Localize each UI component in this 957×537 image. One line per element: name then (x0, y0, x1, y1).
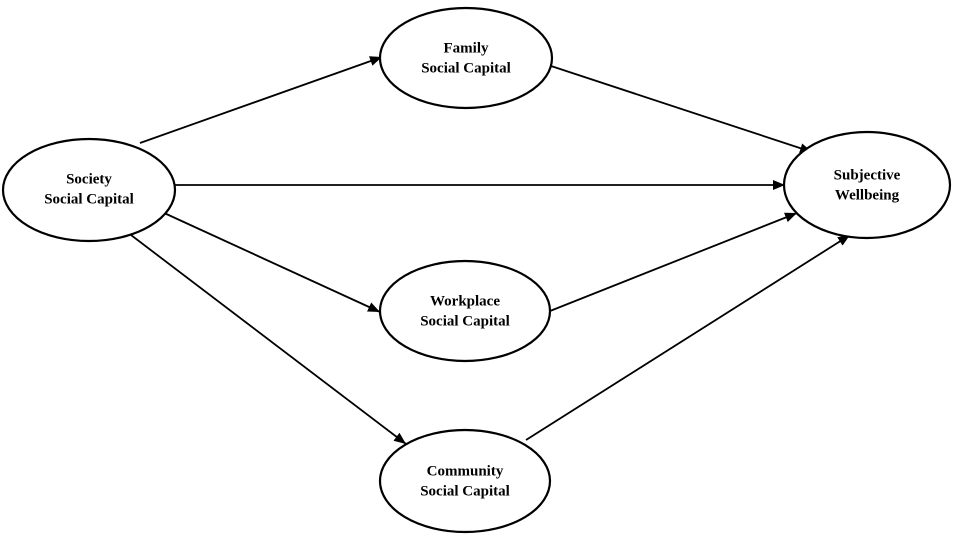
node-society-social-capital: Society Social Capital (1, 137, 177, 243)
node-family-social-capital: Family Social Capital (378, 6, 554, 110)
edge-society-to-family (139, 56, 383, 144)
node-label-line2: Social Capital (420, 483, 510, 499)
node-label-line2: Social Capital (421, 60, 511, 76)
edge-community-to-wellbeing (525, 234, 851, 441)
node-community-social-capital: Community Social Capital (378, 428, 552, 534)
node-workplace-social-capital: Workplace Social Capital (378, 259, 552, 363)
node-label-line1: Community (427, 463, 504, 479)
node-label-line2: Social Capital (420, 313, 510, 329)
node-label-line1: Family (444, 40, 489, 56)
edge-society-to-community (126, 231, 407, 445)
node-label-line1: Workplace (430, 293, 500, 309)
edge-workplace-to-wellbeing (549, 212, 798, 312)
node-label-line1: Society (66, 171, 112, 187)
node-subjective-wellbeing: Subjective Wellbeing (782, 130, 952, 240)
edge-family-to-wellbeing (550, 65, 813, 153)
node-label-line2: Wellbeing (835, 187, 900, 203)
edge-society-to-workplace (161, 211, 381, 313)
node-label-line2: Social Capital (44, 191, 134, 207)
node-label-line1: Subjective (834, 167, 901, 183)
